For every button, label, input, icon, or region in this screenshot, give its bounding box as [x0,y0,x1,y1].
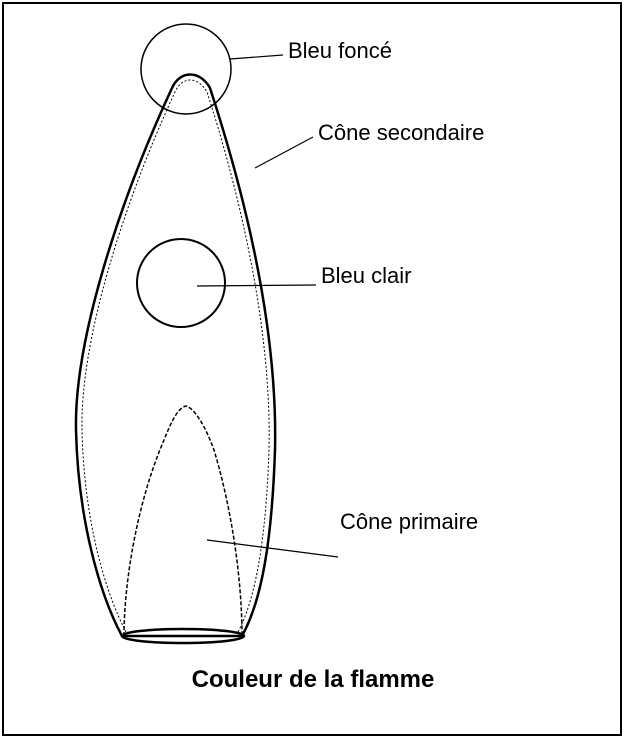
bleu-clair-marker-circle [137,239,225,327]
label-cone-primaire: Cône primaire [340,509,478,534]
cone-secondaire-leader [255,137,313,168]
bleu-fonce-marker-circle [141,24,231,114]
bleu-fonce-leader [230,55,283,59]
bleu-clair-leader [197,285,316,286]
flame-outer-cone-inner-edge [82,80,269,632]
label-cone-secondaire: Cône secondaire [318,120,484,145]
cone-primaire-leader [207,540,338,557]
flame-primary-cone [124,406,242,636]
label-bleu-clair: Bleu clair [321,263,411,288]
flame-outer-cone [76,75,275,637]
diagram-caption: Couleur de la flamme [0,666,626,694]
label-bleu-fonce: Bleu foncé [288,38,392,63]
